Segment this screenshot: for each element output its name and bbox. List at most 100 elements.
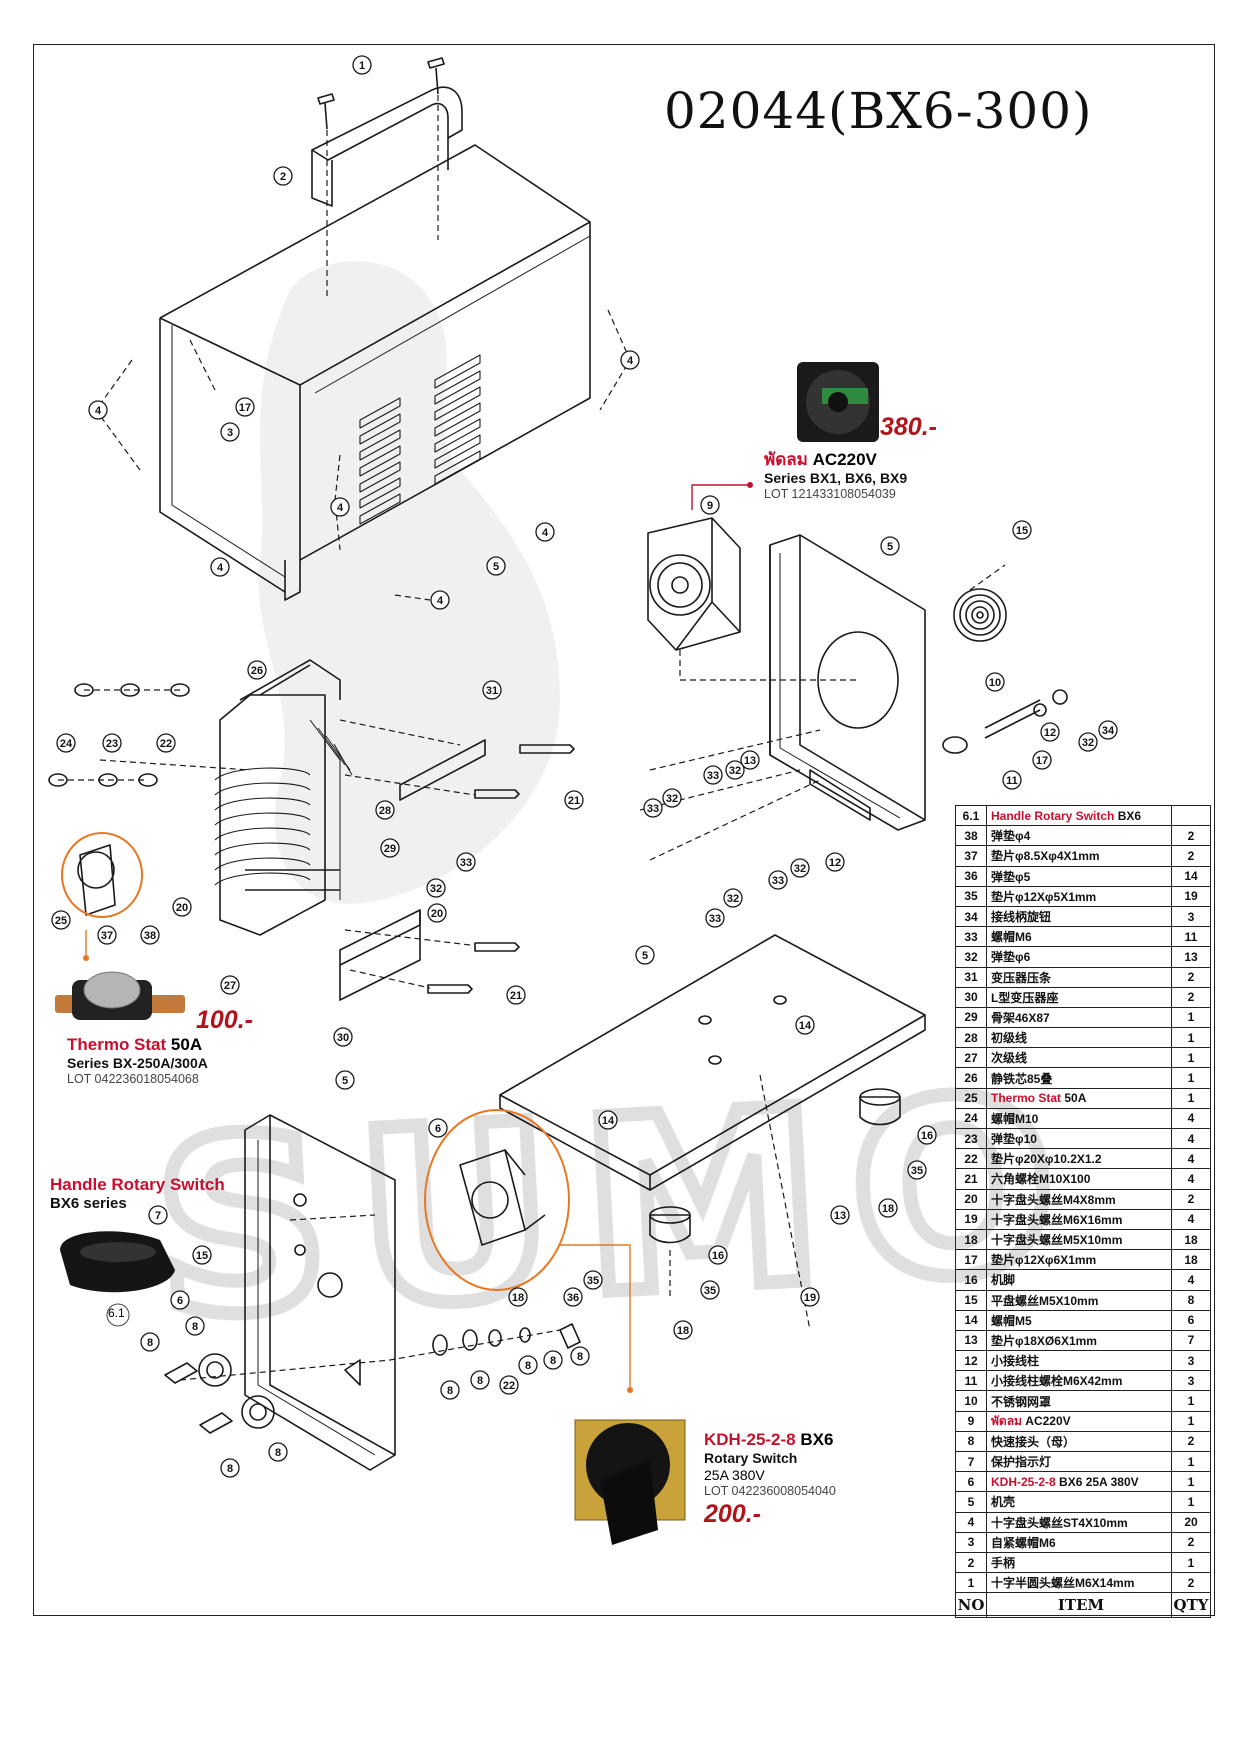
svg-text:13: 13 xyxy=(834,1210,846,1222)
svg-text:10: 10 xyxy=(989,677,1001,689)
balloon-20a: 20 xyxy=(172,897,192,917)
part-qty: 4 xyxy=(1171,1127,1211,1150)
svg-text:5: 5 xyxy=(342,1075,348,1087)
svg-text:17: 17 xyxy=(239,402,251,414)
part-item: 十字盘头螺丝M5X10mm xyxy=(986,1228,1172,1251)
svg-text:9: 9 xyxy=(707,500,713,512)
part-item: 骨架46X87 xyxy=(986,1006,1172,1029)
balloon-14b: 14 xyxy=(598,1110,618,1130)
balloon-4d: 4 xyxy=(535,522,555,542)
part-item: 快速接头（母） xyxy=(986,1430,1172,1453)
balloon-27: 27 xyxy=(220,975,240,995)
svg-text:18: 18 xyxy=(512,1292,524,1304)
part-item: L型变压器座 xyxy=(986,986,1172,1008)
balloon-5b: 5 xyxy=(880,536,900,556)
part-item: 弹垫φ10 xyxy=(986,1127,1172,1150)
part-no: 11 xyxy=(955,1370,987,1392)
part-qty: 2 xyxy=(1171,986,1211,1008)
part-no: 32 xyxy=(955,946,987,968)
balloon-12b: 12 xyxy=(1040,722,1060,742)
svg-text:8: 8 xyxy=(477,1375,483,1387)
part-item: 十字半圆头螺丝M6X14mm xyxy=(986,1572,1172,1594)
part-qty: 13 xyxy=(1171,946,1211,968)
rotary-switch xyxy=(459,1149,546,1246)
part-item-text: 十字盘头螺丝ST4X10mm xyxy=(991,1515,1128,1530)
sumo-watermark: SUMO xyxy=(141,261,1099,1378)
part-no: 15 xyxy=(955,1289,987,1311)
part-no: 20 xyxy=(955,1188,987,1210)
part-item-text: 变压器压条 xyxy=(991,970,1052,985)
balloon-22a: 22 xyxy=(156,733,176,753)
balloon-9: 9 xyxy=(700,495,720,515)
svg-text:8: 8 xyxy=(525,1360,531,1372)
part-qty: 1 xyxy=(1171,1410,1211,1432)
part-qty: 1 xyxy=(1171,1471,1211,1493)
svg-text:36: 36 xyxy=(567,1292,579,1304)
part-item: 十字盘头螺丝M6X16mm xyxy=(986,1208,1172,1230)
svg-text:16: 16 xyxy=(712,1250,724,1262)
svg-text:32: 32 xyxy=(729,765,741,777)
svg-text:29: 29 xyxy=(384,843,396,855)
part-item-text: 小接线柱 xyxy=(991,1354,1040,1369)
part-balloons: 1 2 3 4 4 4 4 4 4 5 5 5 5 6 6 7 8 8 8 8 … xyxy=(51,55,1118,1478)
part-qty: 2 xyxy=(1171,845,1211,867)
balloon-1: 1 xyxy=(352,55,372,75)
svg-text:5: 5 xyxy=(887,541,893,553)
part-no: 21 xyxy=(955,1168,987,1190)
svg-text:26: 26 xyxy=(251,665,263,677)
balloon-8i: 8 xyxy=(570,1346,590,1366)
balloon-21a: 21 xyxy=(564,790,584,810)
svg-text:8: 8 xyxy=(577,1351,583,1363)
part-item-text: 快速接头（母） xyxy=(991,1434,1076,1449)
fan-name-thai: พัดลม xyxy=(764,450,808,469)
part-item-text: 机脚 xyxy=(991,1273,1016,1288)
svg-text:11: 11 xyxy=(1006,775,1018,787)
balloon-2: 2 xyxy=(273,166,293,186)
part-item: 保护指示灯 xyxy=(986,1450,1172,1473)
part-qty: 11 xyxy=(1171,926,1211,948)
part-item: 变压器压条 xyxy=(986,966,1172,988)
svg-text:8: 8 xyxy=(227,1463,233,1475)
balloon-6a: 6 xyxy=(170,1290,190,1310)
svg-text:8: 8 xyxy=(447,1385,453,1397)
part-qty: 3 xyxy=(1171,905,1211,928)
part-item-text: L型变压器座 xyxy=(991,990,1059,1005)
part-no: 6 xyxy=(955,1471,987,1493)
fan-price: 380.- xyxy=(880,412,937,442)
part-qty: 2 xyxy=(1171,1531,1211,1553)
svg-text:21: 21 xyxy=(568,795,580,807)
part-no: 6.1 xyxy=(955,804,987,827)
switch-name: Rotary Switch xyxy=(704,1450,798,1467)
balloon-5d: 5 xyxy=(335,1070,355,1090)
balloon-8g: 8 xyxy=(518,1355,538,1375)
balloon-30: 30 xyxy=(333,1027,353,1047)
part-qty: 3 xyxy=(1171,1350,1211,1372)
balloon-8b: 8 xyxy=(185,1316,205,1336)
svg-text:32: 32 xyxy=(430,883,442,895)
svg-text:6: 6 xyxy=(435,1123,441,1135)
part-qty: 1 xyxy=(1171,1047,1211,1069)
svg-text:22: 22 xyxy=(503,1380,515,1392)
part-item: 十字盘头螺丝M4X8mm xyxy=(986,1188,1172,1210)
svg-text:38: 38 xyxy=(144,930,156,942)
balloon-28: 28 xyxy=(375,800,395,820)
svg-text:20: 20 xyxy=(431,908,443,920)
balloon-3: 3 xyxy=(220,422,240,442)
part-no: 24 xyxy=(955,1107,987,1130)
part-no: 17 xyxy=(955,1249,987,1271)
part-no: 31 xyxy=(955,966,987,988)
balloon-24: 24 xyxy=(56,733,76,753)
